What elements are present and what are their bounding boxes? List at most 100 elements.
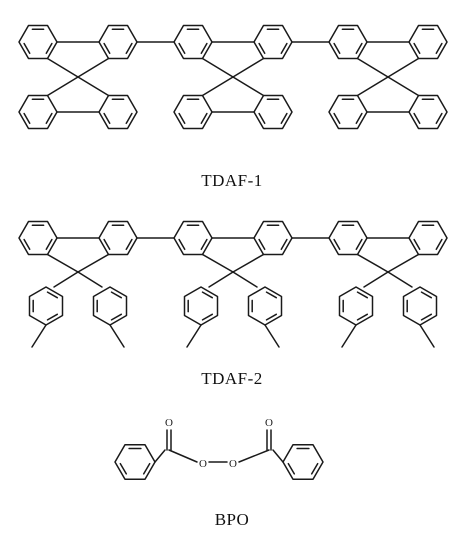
tdaf2-unit2-tolyl-left-ring-double-bond	[201, 313, 214, 321]
tdaf2-unit2-top-right-ring-double-bond	[258, 238, 266, 251]
tdaf1-unit1-bottom-left-ring	[18, 94, 58, 130]
tdaf2-unit3-top-right-ring-double-bond	[435, 238, 443, 251]
tdaf1-unit3-top-left-ring-double-bond	[333, 42, 341, 55]
tdaf1-unit1-top-left-ring-double-bond	[23, 42, 31, 55]
tdaf2-unit2-tolyl-bond	[232, 271, 258, 288]
tdaf1-unit3-top-right-ring-double-bond	[435, 42, 443, 55]
tdaf2-unit2-methyl-right	[264, 324, 280, 348]
tdaf2-unit3-tolyl-bond	[387, 271, 413, 288]
bpo-left-phenyl-ring	[114, 443, 156, 481]
tdaf2-unit2-tolyl-right-ring	[247, 286, 283, 326]
tdaf1-unit2-top-left-ring	[173, 24, 213, 60]
tdaf1-unit1-top-left-ring	[18, 24, 58, 60]
bpo-left-aryl-carbonyl-bond	[154, 449, 166, 463]
tdaf1-unit2-spiro-bond	[201, 76, 234, 97]
tdaf1-unit1-spiro-bond	[46, 57, 79, 78]
tdaf2-unit1-tolyl-right-ring	[92, 286, 128, 326]
tdaf2-unit2-top-right-ring	[253, 220, 293, 256]
tdaf2-unit3-quaternary-bond	[387, 253, 420, 273]
tdaf2-unit3-top-left-ring	[328, 220, 368, 256]
bpo-oxygen-1-label: O	[165, 417, 173, 429]
tdaf2-structure	[18, 220, 448, 348]
tdaf1-unit1-spiro-bond	[46, 76, 79, 97]
tdaf2-unit3-methyl-right	[419, 324, 435, 348]
tdaf2-unit2-quaternary-bond	[201, 253, 234, 273]
tdaf2-unit1-top-left-ring-double-bond	[45, 238, 53, 251]
tdaf2-unit3-top-right-ring	[408, 220, 448, 256]
tdaf2-unit3-quaternary-bond	[356, 253, 389, 273]
tdaf2-unit3-tolyl-right-ring-double-bond	[420, 313, 433, 321]
tdaf2-unit2-tolyl-right-ring-double-bond	[265, 313, 278, 321]
bpo-right-phenyl-ring	[282, 443, 324, 481]
tdaf1-unit2-spiro-bond	[232, 76, 265, 97]
tdaf2-unit1-tolyl-bond	[53, 271, 79, 288]
tdaf2-label: TDAF-2	[201, 369, 263, 388]
tdaf1-unit2-bottom-right-ring	[253, 94, 293, 130]
tdaf1-unit3-bottom-left-ring-double-bond	[333, 112, 341, 125]
tdaf1-unit1-top-left-ring-double-bond	[45, 42, 53, 55]
tdaf2-unit2-quaternary-bond	[232, 253, 265, 273]
tdaf1-unit3-top-left-ring-double-bond	[355, 42, 363, 55]
tdaf1-unit3-spiro-bond	[387, 57, 420, 78]
tdaf1-structure	[18, 24, 448, 130]
tdaf2-unit2-tolyl-right-ring-double-bond	[265, 291, 278, 299]
tdaf1-unit1-bottom-left-ring-double-bond	[45, 112, 53, 125]
tdaf2-unit2-tolyl-bond	[208, 271, 234, 288]
tdaf1-unit3-bottom-left-ring-double-bond	[355, 112, 363, 125]
tdaf1-unit1-spiro-bond	[77, 76, 110, 97]
bpo-oxygen-4-label: O	[265, 417, 273, 429]
tdaf2-unit1-tolyl-bond	[77, 271, 103, 288]
tdaf1-unit2-bottom-left-ring-double-bond	[200, 112, 208, 125]
bpo-right-phenyl-ring-double-bond	[287, 462, 296, 475]
tdaf1-unit2-bottom-left-ring	[173, 94, 213, 130]
tdaf2-unit3-methyl-left	[341, 324, 357, 348]
tdaf1-unit3-bottom-right-ring-double-bond	[413, 112, 421, 125]
tdaf1-unit1-top-right-ring-double-bond	[103, 42, 111, 55]
tdaf2-unit1-tolyl-left-ring-double-bond	[46, 313, 59, 321]
tdaf2-unit2-top-left-ring-double-bond	[178, 238, 186, 251]
tdaf2-unit1-tolyl-left-ring-double-bond	[46, 291, 59, 299]
bpo-left-phenyl-ring-double-bond	[119, 462, 128, 475]
tdaf2-unit3-tolyl-left-ring	[338, 286, 374, 326]
tdaf2-unit2-methyl-left	[186, 324, 202, 348]
tdaf1-unit3-bottom-right-ring	[408, 94, 448, 130]
tdaf1-unit3-top-right-ring-double-bond	[413, 42, 421, 55]
tdaf1-unit3-spiro-bond	[387, 76, 420, 97]
tdaf2-unit1-quaternary-bond	[77, 253, 110, 273]
tdaf1-unit3-bottom-right-ring-double-bond	[435, 112, 443, 125]
tdaf1-unit3-top-left-ring	[328, 24, 368, 60]
tdaf2-unit1-top-right-ring	[98, 220, 138, 256]
tdaf2-unit2-top-left-ring-double-bond	[200, 238, 208, 251]
bpo-right-phenyl-ring-double-bond	[310, 462, 319, 475]
tdaf1-unit2-top-right-ring-double-bond	[280, 42, 288, 55]
tdaf2-unit1-top-left-ring-double-bond	[23, 238, 31, 251]
tdaf2-unit3-tolyl-right-ring-double-bond	[420, 291, 433, 299]
tdaf2-unit1-methyl-left	[31, 324, 47, 348]
tdaf1-unit2-top-left-ring-double-bond	[200, 42, 208, 55]
tdaf2-unit3-top-right-ring-double-bond	[413, 238, 421, 251]
tdaf1-unit3-spiro-bond	[356, 57, 389, 78]
tdaf2-unit1-tolyl-right-ring-double-bond	[110, 313, 123, 321]
tdaf1-unit1-top-right-ring-double-bond	[125, 42, 133, 55]
tdaf1-unit2-top-left-ring-double-bond	[178, 42, 186, 55]
tdaf1-unit1-bottom-left-ring-double-bond	[23, 112, 31, 125]
tdaf1-unit2-bottom-right-ring-double-bond	[258, 112, 266, 125]
bpo-right-ester-bond	[238, 449, 270, 463]
tdaf2-unit3-top-left-ring-double-bond	[333, 238, 341, 251]
tdaf2-unit3-tolyl-left-ring-double-bond	[356, 313, 369, 321]
tdaf1-unit2-spiro-bond	[201, 57, 234, 78]
tdaf1-unit3-spiro-bond	[356, 76, 389, 97]
tdaf2-unit3-tolyl-left-ring-double-bond	[356, 291, 369, 299]
tdaf1-label: TDAF-1	[201, 171, 263, 190]
tdaf2-unit1-top-right-ring-double-bond	[125, 238, 133, 251]
tdaf2-unit1-top-right-ring-double-bond	[103, 238, 111, 251]
bpo-right-aryl-carbonyl-bond	[272, 449, 284, 463]
tdaf1-unit2-bottom-right-ring-double-bond	[280, 112, 288, 125]
tdaf2-unit2-top-left-ring	[173, 220, 213, 256]
tdaf1-unit1-bottom-right-ring	[98, 94, 138, 130]
tdaf1-unit1-top-right-ring	[98, 24, 138, 60]
tdaf2-unit3-tolyl-bond	[363, 271, 389, 288]
tdaf1-unit3-bottom-left-ring	[328, 94, 368, 130]
tdaf1-unit2-top-right-ring	[253, 24, 293, 60]
tdaf1-unit1-bottom-right-ring-double-bond	[125, 112, 133, 125]
